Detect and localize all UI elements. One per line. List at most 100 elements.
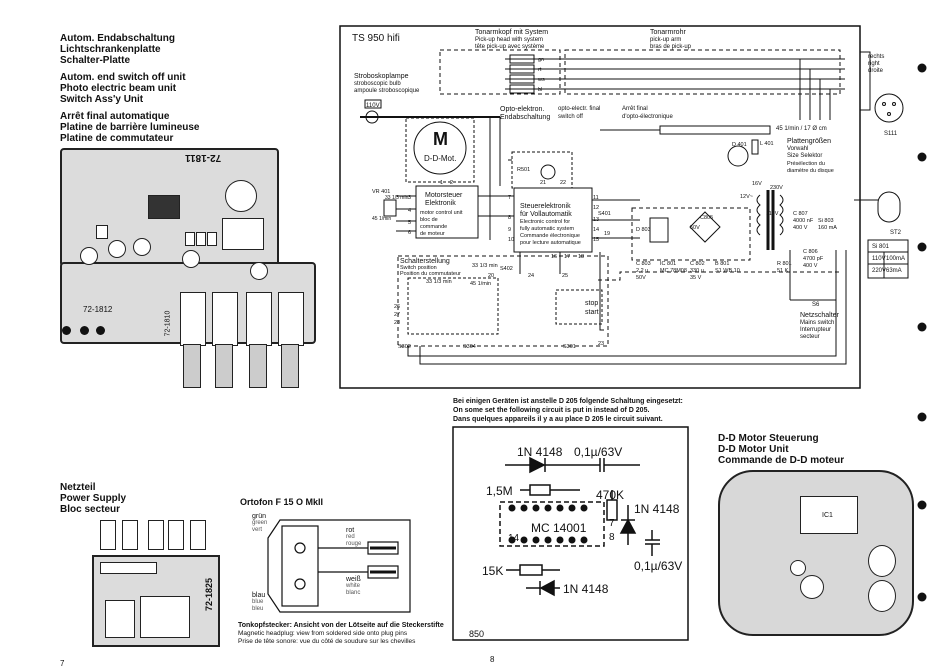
wire-grun: grün [252, 513, 267, 520]
endswitch-title-en: Autom. end switch off unit [60, 72, 186, 83]
lbl-platten: Plattengrößen [787, 138, 831, 145]
lbl-pickup: Pick-up head with system [475, 37, 544, 43]
alt-d2-label: 1N 4148 [634, 502, 680, 516]
lbl-endab: Endabschaltung [500, 114, 551, 121]
alt-r1-label: 1,5M [486, 484, 513, 498]
lbl-c802: C 802 [690, 261, 705, 267]
wire-bleu: bleu [252, 606, 264, 612]
lbl-s801: Si 801 [872, 244, 890, 250]
lbl-c805v: 50V [690, 225, 700, 231]
lbl-droite: droite [868, 68, 884, 74]
wire-white: white [346, 583, 361, 589]
alt-d3-label: 1N 4148 [563, 582, 609, 596]
fuse [100, 562, 157, 574]
power-title-de: Netzteil [60, 482, 96, 493]
lbl-b801v: S1 WB 10 [715, 268, 740, 274]
pin-label: 14 [593, 227, 600, 233]
wire-green: green [252, 520, 268, 526]
lbl-s304: S304 [463, 344, 476, 350]
lbl-rechts: rechts [868, 54, 885, 60]
lbl-tonarmkopf: Tonarmkopf mit System [475, 29, 549, 36]
lbl-s402: S402 [500, 266, 513, 272]
endswitch-title-fr2: Platine de barrière lumineuse [60, 122, 200, 133]
terminal-dot [62, 326, 71, 335]
lbl-c803v: 2,2 µ [636, 268, 649, 274]
plug-tab [122, 520, 138, 550]
pin-label: 2 [450, 180, 454, 186]
lbl-d401: D 401 [732, 142, 747, 148]
lbl-s111: S111 [884, 131, 898, 137]
potentiometer [225, 180, 257, 212]
lbl-a220: 63mA [886, 268, 902, 274]
lbl-rpm33: 33 1/3 min [385, 195, 409, 201]
alt-d1-label: 1N 4148 [517, 445, 563, 459]
pin-label: 18 [578, 254, 585, 260]
switch-lever [215, 344, 233, 388]
lbl-v220: 220V [872, 268, 887, 274]
endswitch-title-fr: Arrêt final automatique [60, 111, 170, 122]
pin-label: 6 [408, 230, 412, 236]
lbl-r801: R 801 [777, 261, 792, 267]
plug-tab [190, 520, 206, 550]
pin-label: 11 [593, 195, 599, 201]
pin-label: 4 [408, 208, 412, 214]
lbl-tete: tête pick-up avec système [475, 44, 545, 50]
pin-label: 3 [408, 195, 412, 201]
note-fr: Dans quelques appareils il y a au place … [453, 416, 663, 423]
ic-chip [148, 195, 180, 219]
lbl-vr401: VR 401 [372, 189, 391, 195]
note-de: Bei einigen Geräten ist anstelle D 205 f… [453, 398, 683, 405]
lbl-pin24: 24 [528, 273, 535, 279]
alt-pin7: 7 [609, 518, 615, 529]
dd-ic-label: IC1 [822, 512, 833, 519]
lbl-rpm45b: 45 1/min [470, 281, 492, 287]
lbl-rpm45a: 45 1/min [372, 216, 392, 222]
dd-ic [800, 496, 858, 534]
lbl-s401: S401 [598, 211, 611, 217]
plug-tab [148, 520, 164, 550]
wire-rouge: rouge [346, 541, 362, 547]
pin-label: 22 [560, 180, 567, 186]
dd-coil [868, 580, 896, 612]
capacitor [185, 232, 195, 246]
lbl-v12: 12V~ [740, 194, 753, 200]
lbl-c803: C 803 [636, 261, 651, 267]
lbl-r801v: 51 K [777, 268, 789, 274]
lbl-rpm33c: 33 1/3 min [426, 279, 452, 285]
lbl-c807: C 807 [793, 211, 808, 217]
pin-label: 16 [551, 254, 558, 260]
lbl-arret: Arrêt final [622, 106, 648, 112]
lbl-secteur: secteur [800, 334, 820, 340]
terminal-dot [96, 326, 105, 335]
board-label-1812: 72-1812 [83, 305, 113, 314]
capacitor-block [140, 596, 190, 638]
endswitch-title-en2: Photo electric beam unit [60, 83, 177, 94]
plug-tab [100, 520, 116, 550]
lbl-demoteur: de moteur [420, 231, 445, 237]
wire-blanc: blanc [346, 590, 361, 596]
lbl-rpm33b: 33 1/3 min [472, 263, 498, 269]
note-en: On some set the following circuit is put… [453, 407, 650, 414]
lbl-s6: S6 [812, 302, 820, 308]
switch-lever [281, 344, 299, 388]
lbl-v230: 230V [770, 185, 783, 191]
lbl-b801: B 801 [715, 261, 730, 267]
lbl-lecture: pour lecture automatique [520, 240, 581, 246]
plug-tab [168, 520, 184, 550]
capacitor [196, 232, 206, 246]
lbl-vorwahl: Vorwahl [787, 146, 809, 152]
alt-label-850: 850 [469, 629, 485, 639]
lbl-bl: bl [538, 87, 543, 93]
transistor-circle [133, 238, 151, 256]
lbl-v110: 110V [872, 256, 886, 262]
lbl-inter: Interrupteur [800, 327, 832, 333]
lbl-cmdel: Commande électronique [520, 233, 580, 239]
lbl-ic801: IC 801 [660, 261, 677, 267]
lbl-bras: bras de pick-up [650, 44, 692, 50]
lbl-stop: stop [585, 300, 599, 307]
transistor-circle [250, 262, 268, 280]
endswitch-title-de2: Lichtschrankenplatte [60, 44, 161, 55]
lbl-ws: ws [538, 77, 545, 83]
motor-symbol: M [433, 129, 448, 149]
lbl-motorsteuer: Motorsteuer [425, 192, 463, 199]
